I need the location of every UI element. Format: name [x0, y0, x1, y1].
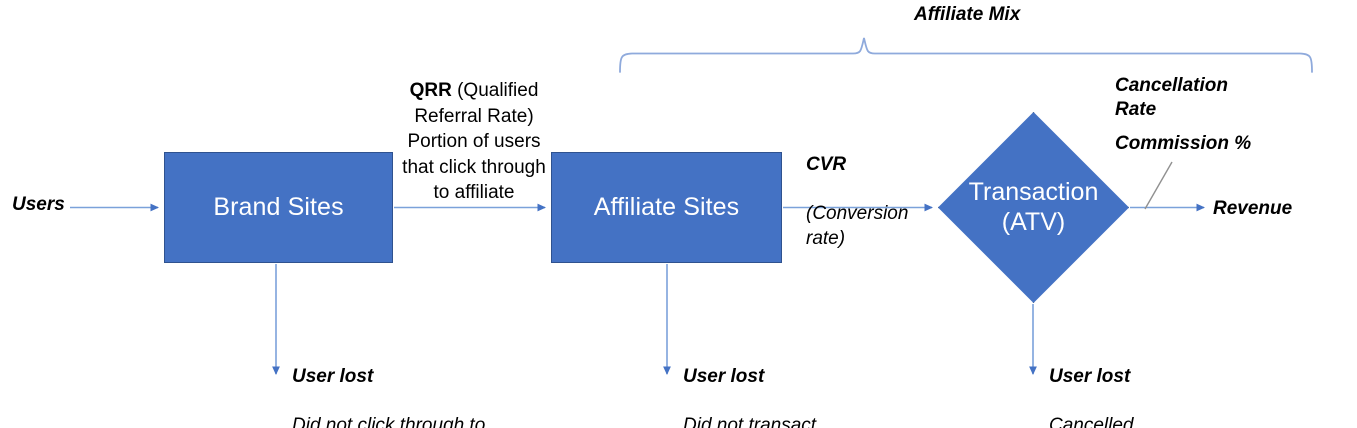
node-brand-sites-label: Brand Sites: [213, 192, 344, 221]
affiliate-mix-bracket: [619, 37, 1313, 73]
dropoff-transaction-desc: Cancelled transaction: [1049, 415, 1134, 428]
label-qrr: QRR (Qualified Referral Rate) Portion of…: [395, 53, 553, 206]
leader-line-commission: [1144, 161, 1173, 210]
label-revenue: Revenue: [1213, 198, 1293, 219]
node-transaction-label-line2: (ATV): [1001, 207, 1066, 236]
label-commission-percent: Commission %: [1115, 133, 1252, 154]
label-cvr: CVR (Conversion rate): [806, 128, 926, 276]
label-cvr-abbr: CVR: [806, 153, 847, 175]
dropoff-brand-sites-title: User lost: [292, 365, 374, 387]
dropoff-transaction-title: User lost: [1049, 365, 1131, 387]
label-qrr-expansion: (Qualified Referral Rate) Portion of use…: [402, 80, 546, 204]
dropoff-brand-sites-desc: Did not click through to affiliate.: [292, 415, 486, 428]
dropoff-affiliate-sites: User lost Did not transact: [683, 340, 883, 428]
label-qrr-abbr: QRR: [409, 80, 452, 102]
node-affiliate-sites[interactable]: Affiliate Sites: [551, 152, 782, 263]
label-users: Users: [12, 194, 65, 215]
label-affiliate-mix: Affiliate Mix: [914, 4, 1021, 25]
node-transaction-label: Transaction (ATV): [938, 112, 1129, 303]
node-affiliate-sites-label: Affiliate Sites: [593, 192, 740, 221]
label-cancellation-rate: Cancellation Rate: [1115, 75, 1228, 121]
dropoff-affiliate-sites-title: User lost: [683, 365, 765, 387]
node-brand-sites[interactable]: Brand Sites: [164, 152, 393, 263]
dropoff-brand-sites: User lost Did not click through to affil…: [292, 340, 502, 428]
dropoff-transaction: User lost Cancelled transaction: [1049, 340, 1209, 428]
dropoff-affiliate-sites-desc: Did not transact: [683, 415, 817, 428]
node-transaction-label-line1: Transaction: [968, 178, 1099, 206]
node-transaction[interactable]: Transaction (ATV): [938, 112, 1129, 303]
label-cvr-expansion: (Conversion rate): [806, 203, 909, 249]
